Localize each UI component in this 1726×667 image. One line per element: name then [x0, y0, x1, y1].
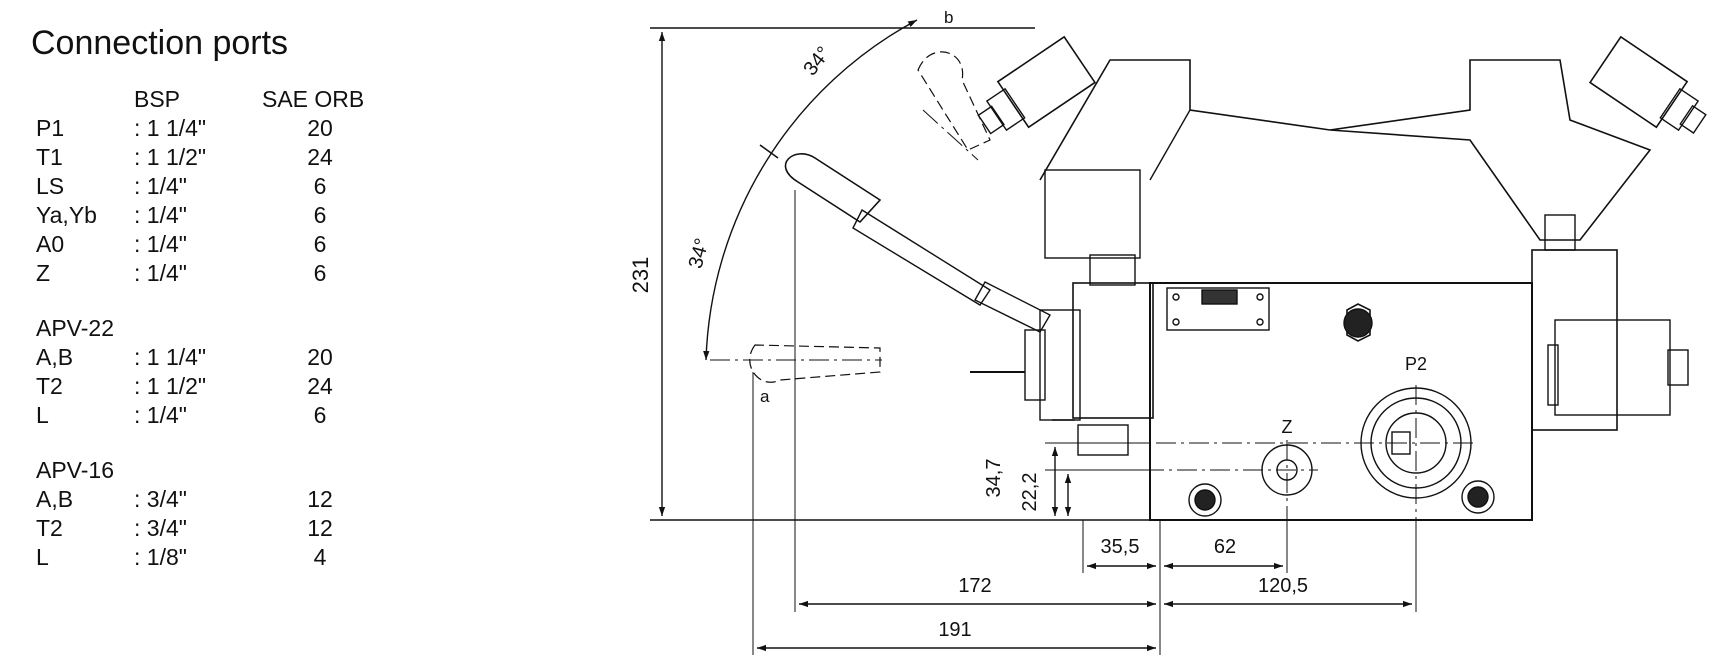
port-bsp: : 3/4" — [134, 486, 187, 512]
centerline-lever-b — [922, 109, 979, 161]
port-sae: 6 — [313, 260, 327, 286]
port-sae: 6 — [313, 402, 327, 428]
label-port-p2: P2 — [1405, 354, 1427, 374]
solenoid-left — [977, 35, 1097, 135]
port-bsp: : 1/4" — [134, 202, 187, 228]
port-sae: 6 — [313, 202, 327, 228]
right-gasket — [1547, 344, 1559, 406]
right-solenoid — [1554, 319, 1671, 416]
solenoid-right-coil — [1588, 35, 1689, 129]
port-name: L — [36, 544, 49, 570]
dim-text-angle-lower: 34° — [685, 236, 714, 271]
right-solenoid-cap — [1667, 349, 1689, 386]
actuator-fitting — [1089, 254, 1136, 286]
nameplate-screw — [1172, 293, 1180, 301]
nameplate-screw — [1256, 293, 1264, 301]
group-title-apv16: APV-16 — [36, 457, 114, 483]
dim-text-d5: 191 — [938, 619, 971, 641]
port-sae: 20 — [307, 115, 333, 141]
nameplate — [1166, 287, 1270, 331]
dim-text-h2: 22,2 — [1019, 473, 1041, 512]
right-fitting — [1544, 214, 1576, 251]
dim-text-d3: 172 — [958, 575, 991, 597]
connection-ports-panel: Connection ports BSP SAE ORB P1 : 1 1/4" 2… — [0, 0, 600, 667]
actuator-cap — [1024, 329, 1046, 401]
hex-plug — [1346, 303, 1371, 342]
group-title-apv22: APV-22 — [36, 315, 114, 341]
angle-arc — [703, 19, 918, 361]
port-name: L — [36, 402, 49, 428]
solenoid-right-nut — [1679, 104, 1707, 134]
port-name: P1 — [36, 115, 65, 141]
actuator-cover — [1039, 309, 1081, 421]
column-header-bsp: BSP — [134, 86, 181, 112]
lever-ghost-b — [917, 51, 991, 151]
port-name: Ya,Yb — [36, 202, 97, 228]
port-name: T2 — [36, 515, 63, 541]
lever-shaft — [852, 208, 991, 306]
port-sae: 6 — [313, 231, 327, 257]
label-port-z: Z — [1282, 417, 1293, 437]
hex-plug-lower-right — [1461, 480, 1495, 514]
port-sae: 20 — [307, 344, 333, 370]
port-sae: 12 — [307, 515, 333, 541]
port-bsp: : 1 1/2" — [134, 144, 207, 170]
panel-title: Connection ports — [31, 24, 289, 62]
port-sae: 4 — [313, 544, 327, 570]
label-lever-a: a — [760, 387, 770, 406]
port-name: T2 — [36, 373, 63, 399]
actuator-housing — [1072, 282, 1154, 419]
solenoid-left-coil — [996, 35, 1097, 129]
port-name: A,B — [36, 344, 74, 370]
right-module — [1531, 249, 1618, 431]
dim-text-d4: 120,5 — [1258, 575, 1308, 597]
upper-manifold — [1039, 59, 1652, 241]
port-bsp: : 1/4" — [134, 402, 187, 428]
solenoid-right-cap — [1659, 87, 1700, 132]
solenoid-left-cap — [985, 87, 1026, 132]
lever-collar — [974, 281, 1051, 333]
hex-plug-center — [1343, 308, 1373, 338]
port-name: Z — [36, 260, 51, 286]
lever-handle — [784, 153, 1051, 333]
valve-technical-drawing: 231 34° 34° 34,7 22,2 35,5 62 172 120,5 … — [628, 8, 1707, 655]
port-name: LS — [36, 173, 65, 199]
port-name: T1 — [36, 144, 63, 170]
dim-text-angle-upper: 34° — [799, 43, 835, 80]
port-bsp: : 3/4" — [134, 515, 187, 541]
port-bsp: : 1/4" — [134, 231, 187, 257]
hex-plug-lower-left-center — [1194, 489, 1216, 511]
nameplate-screw — [1256, 318, 1264, 326]
dim-text-d1: 35,5 — [1101, 536, 1140, 558]
hex-plug-lower-right-center — [1467, 486, 1489, 508]
port-sae: 6 — [313, 173, 327, 199]
port-bsp: : 1 1/4" — [134, 344, 207, 370]
solenoid-left-nut — [977, 105, 1005, 135]
nameplate-screw — [1172, 318, 1180, 326]
port-sae: 24 — [307, 144, 333, 170]
dim-text-h1: 34,7 — [983, 459, 1005, 498]
port-sae: 12 — [307, 486, 333, 512]
dim-text-d2: 62 — [1214, 536, 1236, 558]
actuator-lower-cap — [1077, 424, 1129, 456]
angle-tick — [759, 144, 779, 159]
dim-text-231: 231 — [628, 257, 653, 294]
hex-plug-lower-left — [1188, 483, 1222, 517]
port-bsp: : 1/4" — [134, 173, 187, 199]
port-bsp: : 1 1/4" — [134, 115, 207, 141]
port-bsp: : 1 1/2" — [134, 373, 207, 399]
port-name: A,B — [36, 486, 74, 512]
nameplate-logo — [1201, 289, 1238, 305]
manifold-edge — [1149, 109, 1191, 181]
column-header-sae: SAE ORB — [262, 86, 365, 112]
lever-ghost-a — [749, 344, 881, 383]
solenoid-right — [1588, 35, 1707, 134]
port-bsp: : 1/8" — [134, 544, 187, 570]
port-name: A0 — [36, 231, 65, 257]
label-lever-b: b — [944, 8, 953, 27]
left-coil-box — [1044, 169, 1141, 259]
port-bsp: : 1/4" — [134, 260, 187, 286]
port-sae: 24 — [307, 373, 333, 399]
